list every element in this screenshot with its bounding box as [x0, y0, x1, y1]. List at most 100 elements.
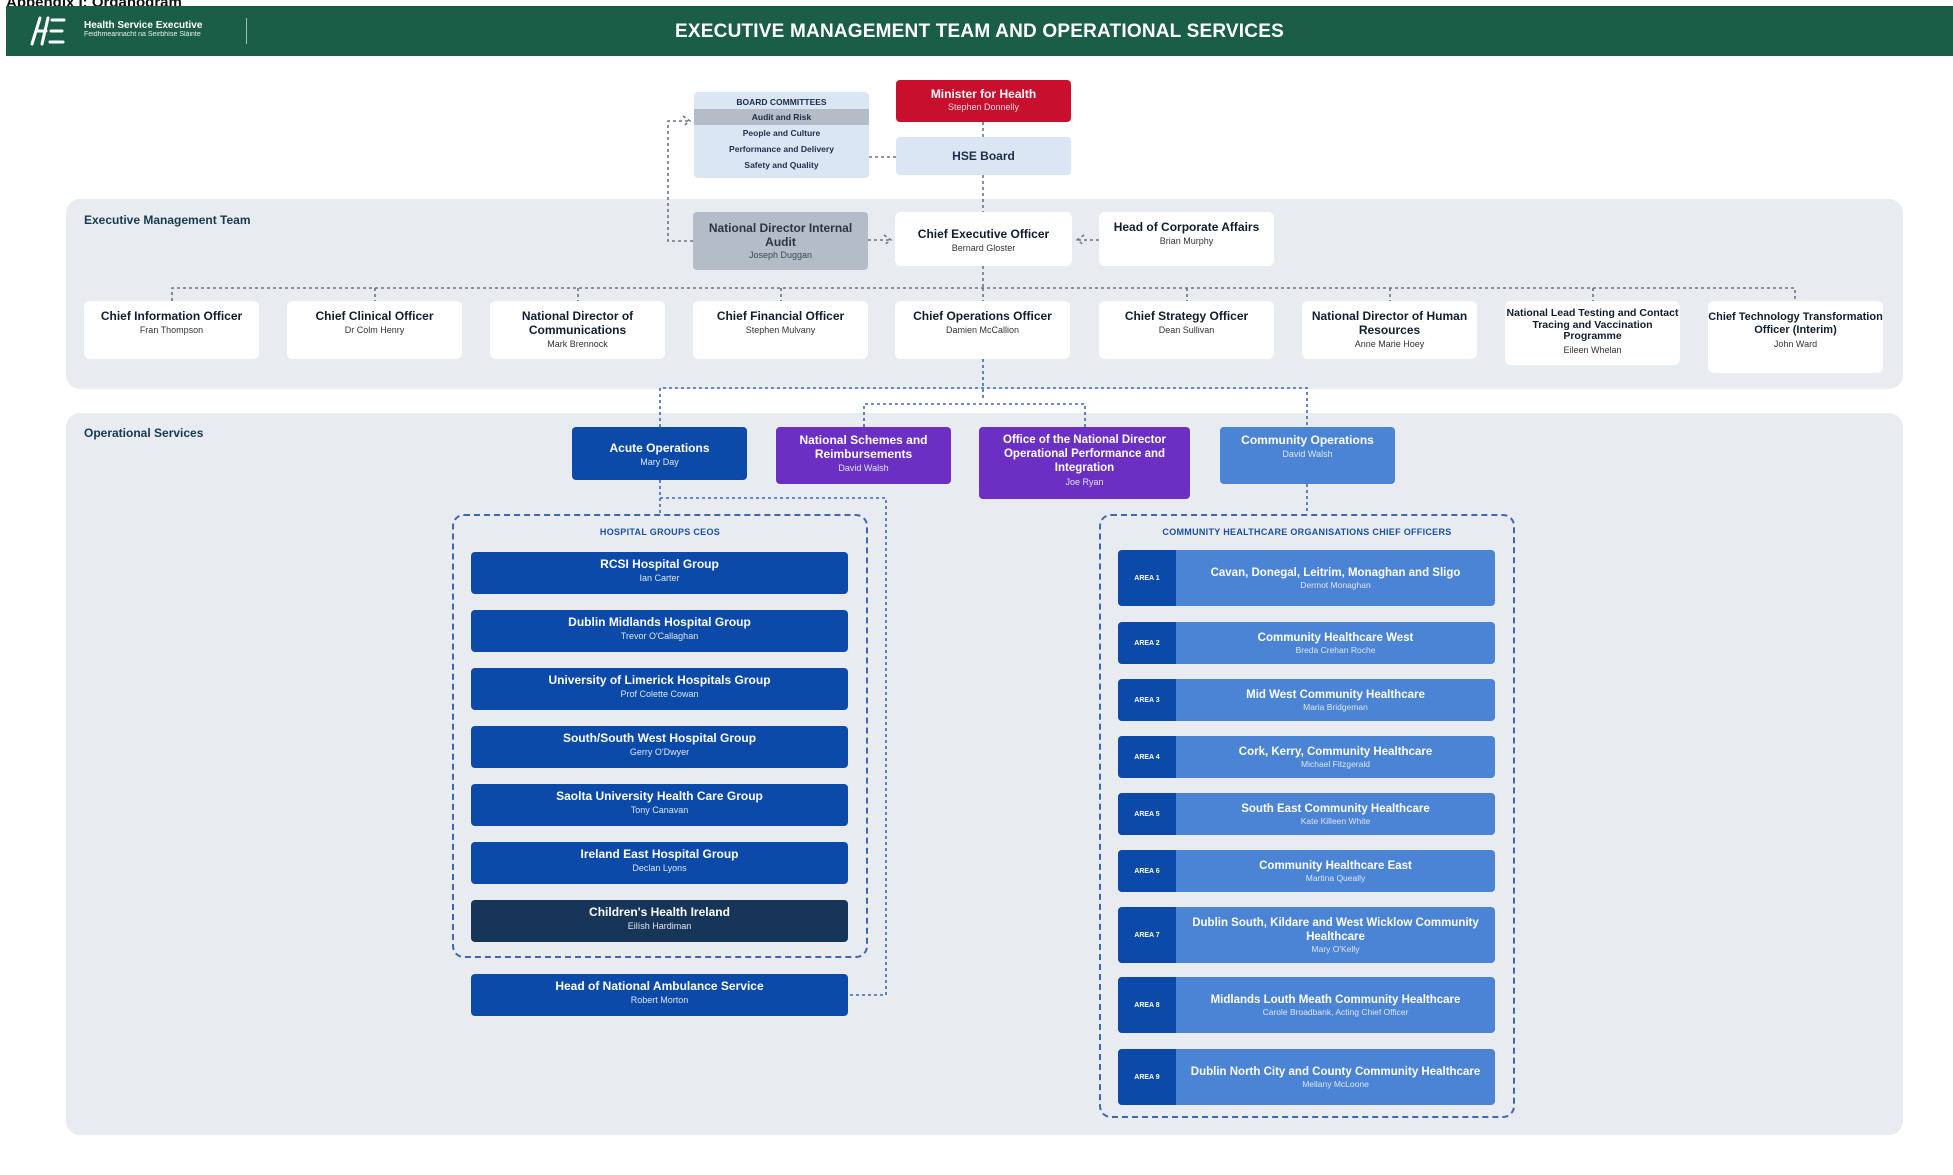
ceo-name: Bernard Gloster: [951, 243, 1016, 253]
cho-chief-officer: Mellany McLoone: [1302, 1078, 1369, 1089]
cho-area-title: Dublin South, Kildare and West Wicklow C…: [1192, 916, 1479, 943]
community-operations-box: Community Operations David Walsh: [1220, 427, 1395, 484]
connector-audit-committees: [667, 120, 693, 242]
emt-member-name: John Ward: [1773, 339, 1818, 349]
cho-area-box: AREA 2 Community Healthcare West Breda C…: [1118, 622, 1495, 664]
cho-area-body: Cork, Kerry, Community Healthcare Michae…: [1176, 736, 1495, 778]
internal-audit-box: National Director Internal Audit Joseph …: [693, 212, 868, 270]
committee-item: Safety and Quality: [744, 160, 819, 170]
ambulance-service-box: Head of National Ambulance Service Rober…: [471, 974, 848, 1016]
cho-area-title: South East Community Healthcare: [1241, 802, 1430, 815]
emt-member-name: Dean Sullivan: [1158, 325, 1215, 335]
hospital-group-title: Saolta University Health Care Group: [556, 789, 763, 803]
corporate-affairs-name: Brian Murphy: [1159, 236, 1214, 246]
cho-chief-officer: Carole Broadbank, Acting Chief Officer: [1262, 1006, 1409, 1017]
operational-performance-name: Joe Ryan: [1065, 477, 1104, 487]
appendix-caption: Appendix I: Organogram: [6, 0, 182, 11]
acute-operations-box: Acute Operations Mary Day: [572, 427, 747, 480]
area-tag: AREA 5: [1118, 793, 1176, 835]
acute-operations-title: Acute Operations: [609, 441, 710, 455]
emt-member-card: National Lead Testing and Contact Tracin…: [1505, 301, 1680, 365]
minister-name: Stephen Donnelly: [947, 102, 1020, 112]
executive-team-label: Executive Management Team: [84, 213, 251, 227]
acute-operations-name: Mary Day: [640, 457, 679, 467]
committee-item: Audit and Risk: [694, 109, 869, 125]
cho-area-box: AREA 7 Dublin South, Kildare and West Wi…: [1118, 907, 1495, 963]
cho-chief-officer: Michael Fitzgerald: [1301, 758, 1370, 769]
hospital-group-box: Children's Health Ireland Eilísh Hardima…: [471, 900, 848, 942]
hospital-group-ceo: Trevor O'Callaghan: [620, 631, 699, 641]
hospital-group-title: University of Limerick Hospitals Group: [548, 673, 771, 687]
cho-area-title: Dublin North City and County Community H…: [1190, 1065, 1481, 1078]
national-schemes-name: David Walsh: [838, 463, 889, 473]
committee-item: People and Culture: [742, 128, 821, 138]
cho-area-title: Midlands Louth Meath Community Healthcar…: [1210, 993, 1461, 1006]
arrow-from-affairs: [1075, 234, 1085, 246]
operational-performance-title: Office of the National Director Operatio…: [1003, 434, 1166, 474]
community-operations-title: Community Operations: [1241, 433, 1374, 447]
emt-member-title: Chief Financial Officer: [716, 309, 845, 323]
cho-area-box: AREA 5 South East Community Healthcare K…: [1118, 793, 1495, 835]
area-tag: AREA 3: [1118, 679, 1176, 721]
hospital-group-box: Saolta University Health Care Group Tony…: [471, 784, 848, 826]
national-schemes-title: National Schemes and Reimbursements: [799, 433, 928, 461]
logo-name: Health Service Executive: [84, 20, 203, 31]
emt-member-card: Chief Information Officer Fran Thompson: [84, 301, 259, 359]
ambulance-service-title: Head of National Ambulance Service: [555, 979, 764, 993]
emt-member-name: Stephen Mulvany: [745, 325, 816, 335]
emt-member-name: Eileen Whelan: [1563, 344, 1622, 355]
national-schemes-box: National Schemes and Reimbursements Davi…: [776, 427, 951, 484]
cho-chief-officer: Mary O'Kelly: [1311, 943, 1360, 954]
emt-member-card: Chief Clinical Officer Dr Colm Henry: [287, 301, 462, 359]
arrow-to-committees: [682, 115, 692, 127]
corporate-affairs-box: Head of Corporate Affairs Brian Murphy: [1099, 212, 1274, 266]
hospital-group-title: RCSI Hospital Group: [600, 557, 719, 571]
connector-acute-ambulance: [660, 497, 887, 996]
hospital-group-box: South/South West Hospital Group Gerry O'…: [471, 726, 848, 768]
emt-member-title: Chief Clinical Officer: [315, 309, 434, 323]
emt-member-name: Damien McCallion: [945, 325, 1020, 335]
hse-board-box: HSE Board: [896, 137, 1071, 175]
cho-area-body: South East Community Healthcare Kate Kil…: [1176, 793, 1495, 835]
emt-member-name: Dr Colm Henry: [344, 325, 405, 335]
hospital-group-ceo: Tony Canavan: [630, 805, 689, 815]
cho-group: [1099, 514, 1515, 1118]
minister-title: Minister for Health: [930, 87, 1037, 101]
area-tag: AREA 2: [1118, 622, 1176, 664]
cho-group-title: COMMUNITY HEALTHCARE ORGANISATIONS CHIEF…: [1162, 527, 1452, 537]
hospital-group-ceo: Eilísh Hardiman: [627, 921, 692, 931]
hse-logo-text: Health Service Executive Feidhmeannacht …: [84, 20, 202, 39]
connector-ops-inner: [863, 403, 1086, 427]
hse-logo-icon: [30, 16, 66, 46]
cho-area-title: Cork, Kerry, Community Healthcare: [1238, 745, 1433, 758]
area-tag: AREA 9: [1118, 1049, 1176, 1105]
operational-services-panel: [66, 413, 1903, 1135]
corporate-affairs-title: Head of Corporate Affairs: [1113, 220, 1260, 234]
board-committees-box: BOARD COMMITTEES Audit and Risk People a…: [694, 92, 869, 178]
ceo-title: Chief Executive Officer: [917, 227, 1050, 241]
area-tag: AREA 8: [1118, 977, 1176, 1033]
hospital-group-ceo: Declan Lyons: [632, 863, 687, 873]
area-tag: AREA 7: [1118, 907, 1176, 963]
emt-member-title: National Lead Testing and Contact Tracin…: [1506, 307, 1679, 342]
emt-member-title: Chief Technology Transformation Officer …: [1708, 311, 1883, 336]
cho-area-box: AREA 4 Cork, Kerry, Community Healthcare…: [1118, 736, 1495, 778]
emt-member-card: National Director of Communications Mark…: [490, 301, 665, 359]
cho-chief-officer: Martina Queally: [1305, 872, 1366, 883]
cho-area-box: AREA 6 Community Healthcare East Martina…: [1118, 850, 1495, 892]
hospital-group-box: Ireland East Hospital Group Declan Lyons: [471, 842, 848, 884]
cho-area-body: Midlands Louth Meath Community Healthcar…: [1176, 977, 1495, 1033]
emt-member-title: Chief Strategy Officer: [1124, 309, 1249, 323]
area-tag: AREA 6: [1118, 850, 1176, 892]
ambulance-service-name: Robert Morton: [630, 995, 689, 1005]
cho-area-title: Cavan, Donegal, Leitrim, Monaghan and Sl…: [1210, 566, 1461, 579]
hospital-group-title: Children's Health Ireland: [589, 905, 730, 919]
cho-area-title: Community Healthcare West: [1257, 631, 1414, 644]
hospital-group-title: Ireland East Hospital Group: [580, 847, 739, 861]
ceo-box: Chief Executive Officer Bernard Gloster: [895, 212, 1072, 266]
emt-member-card: Chief Technology Transformation Officer …: [1708, 301, 1883, 373]
emt-member-title: Chief Operations Officer: [913, 309, 1052, 323]
committee-item: Performance and Delivery: [729, 144, 834, 154]
emt-member-card: Chief Strategy Officer Dean Sullivan: [1099, 301, 1274, 359]
hospital-group-ceo: Gerry O'Dwyer: [629, 747, 690, 757]
